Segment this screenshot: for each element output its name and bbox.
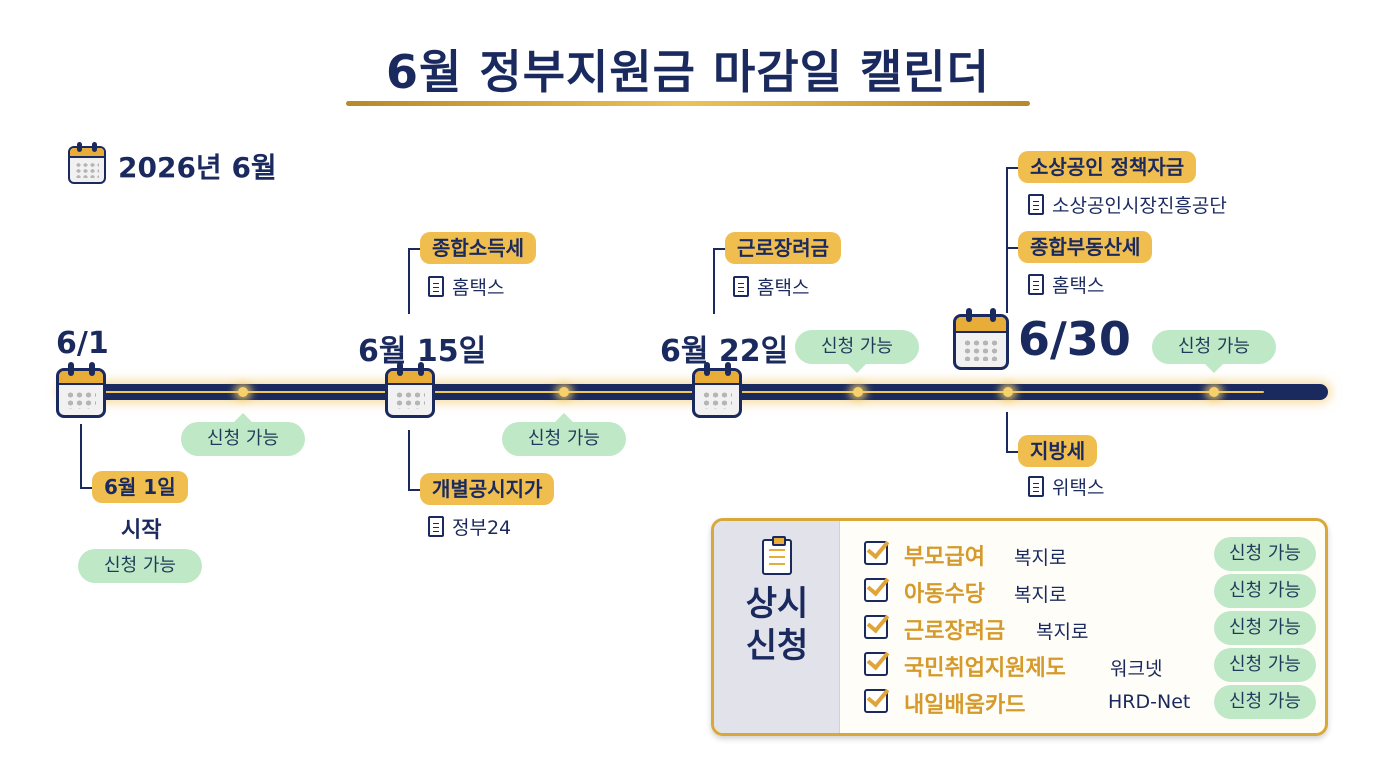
status-badge: 신청 가능 <box>1214 611 1316 645</box>
calendar-icon <box>68 142 108 184</box>
ongoing-applications-panel: 상시 신청 부모급여 복지로 신청 가능 아동수당 복지로 신청 가능 근로장려… <box>711 518 1328 736</box>
date-label-6-1: 6/1 <box>56 326 109 361</box>
timeline-dot <box>559 387 569 397</box>
checkbox-checked-icon <box>864 689 888 713</box>
connector-line <box>713 248 727 250</box>
event-source: 정부24 <box>428 512 511 540</box>
document-icon <box>1028 475 1044 497</box>
connector-line <box>80 424 82 488</box>
list-item: 국민취업지원제도 워크넷 신청 가능 <box>864 648 1316 682</box>
connector-line <box>408 430 410 490</box>
connector-line <box>713 248 715 314</box>
list-item: 근로장려금 복지로 신청 가능 <box>864 611 1316 645</box>
connector-line <box>1006 412 1008 452</box>
checkbox-checked-icon <box>864 652 888 676</box>
status-badge: 신청 가능 <box>1214 685 1316 719</box>
event-start-pill: 6월 1일 <box>92 471 188 503</box>
event-pill-local-tax: 지방세 <box>1018 435 1098 467</box>
status-badge: 신청 가능 <box>1214 648 1316 682</box>
event-source: 소상공인시장진흥공단 <box>1028 190 1227 218</box>
calendar-icon <box>385 362 441 420</box>
connector-line <box>408 248 410 314</box>
event-start-note: 시작 <box>121 518 162 543</box>
document-icon <box>1028 193 1044 215</box>
checkbox-checked-icon <box>864 541 888 565</box>
event-pill-property-tax: 종합부동산세 <box>1018 231 1153 263</box>
ongoing-title: 상시 신청 <box>745 584 809 666</box>
connector-line <box>1006 451 1020 453</box>
status-badge: 신청 가능 <box>1214 574 1316 608</box>
timeline-dot <box>1209 387 1219 397</box>
document-icon <box>733 275 749 297</box>
checkbox-checked-icon <box>864 578 888 602</box>
event-source: 홈택스 <box>1028 270 1104 298</box>
timeline-dot <box>853 387 863 397</box>
title-underline <box>346 101 1030 106</box>
calendar-icon <box>56 362 112 420</box>
connector-line <box>80 487 94 489</box>
connector-line <box>408 489 422 491</box>
status-badge: 신청 가능 <box>502 413 626 456</box>
timeline-highlight <box>64 391 1264 393</box>
checkbox-checked-icon <box>864 615 888 639</box>
timeline-dot <box>1003 387 1013 397</box>
event-pill-work-incentive: 근로장려금 <box>725 232 841 264</box>
calendar-icon <box>953 308 1013 370</box>
date-label-6-22: 6월 22일 <box>660 334 789 369</box>
status-badge: 신청 가능 <box>1214 537 1316 571</box>
event-source: 홈택스 <box>733 272 809 300</box>
event-source: 위택스 <box>1028 472 1104 500</box>
list-item: 아동수당 복지로 신청 가능 <box>864 574 1316 608</box>
calendar-icon <box>692 362 748 420</box>
event-pill-land-price: 개별공시지가 <box>420 473 555 505</box>
status-badge: 신청 가능 <box>1152 330 1276 373</box>
ongoing-sidebar: 상시 신청 <box>714 521 840 733</box>
document-icon <box>428 515 444 537</box>
page-title: 6월 정부지원금 마감일 캘린더 <box>386 45 990 99</box>
status-badge: 신청 가능 <box>181 413 305 456</box>
event-source: 홈택스 <box>428 272 504 300</box>
status-badge: 신청 가능 <box>78 549 202 583</box>
event-pill-small-business-fund: 소상공인 정책자금 <box>1018 151 1197 183</box>
event-pill-income-tax: 종합소득세 <box>420 232 536 264</box>
list-item: 내일배움카드 HRD-Net 신청 가능 <box>864 685 1316 719</box>
clipboard-icon <box>762 536 792 575</box>
timeline-dot <box>238 387 248 397</box>
document-icon <box>1028 273 1044 295</box>
list-item: 부모급여 복지로 신청 가능 <box>864 537 1316 571</box>
year-label: 2026년 6월 <box>118 151 277 184</box>
connector-line <box>1006 167 1008 313</box>
status-badge: 신청 가능 <box>795 330 919 373</box>
connector-line <box>1006 247 1020 249</box>
document-icon <box>428 275 444 297</box>
connector-line <box>408 248 422 250</box>
date-label-6-30: 6/30 <box>1018 312 1131 366</box>
connector-line <box>1006 167 1020 169</box>
